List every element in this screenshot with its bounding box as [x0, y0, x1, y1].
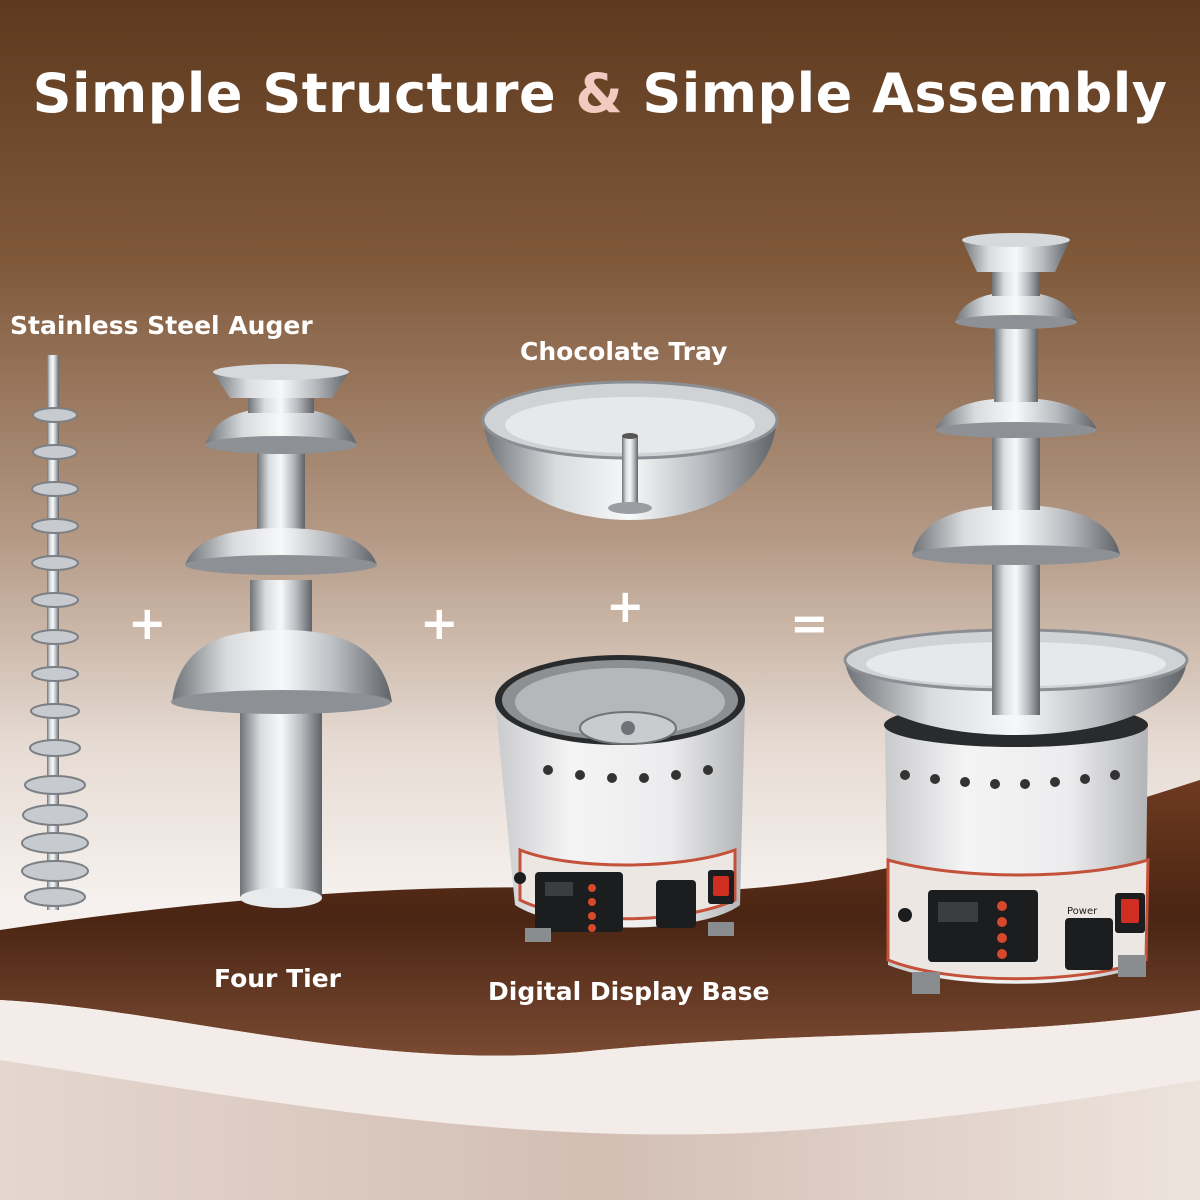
plus-sign-3: + [606, 579, 645, 633]
chocolate-tray [481, 380, 779, 520]
headline-part1: Simple Structure [32, 62, 557, 125]
headline: Simple Structure & Simple Assembly [0, 62, 1200, 125]
label-chocolate-tray: Chocolate Tray [520, 337, 728, 366]
stainless-steel-auger [21, 355, 89, 910]
plus-sign-1: + [128, 596, 167, 650]
digital-display-base [495, 655, 745, 942]
plus-sign-2: + [420, 596, 459, 650]
equals-sign: = [790, 596, 829, 650]
label-four-tier: Four Tier [214, 964, 341, 993]
label-digital-display-base: Digital Display Base [488, 977, 770, 1006]
power-label: Power [1067, 906, 1098, 917]
headline-part2: Simple Assembly [642, 62, 1168, 125]
label-stainless-steel-auger: Stainless Steel Auger [10, 311, 313, 340]
four-tier-tower [171, 364, 392, 908]
assembled-chocolate-fountain [843, 233, 1189, 994]
headline-ampersand: & [575, 62, 624, 125]
